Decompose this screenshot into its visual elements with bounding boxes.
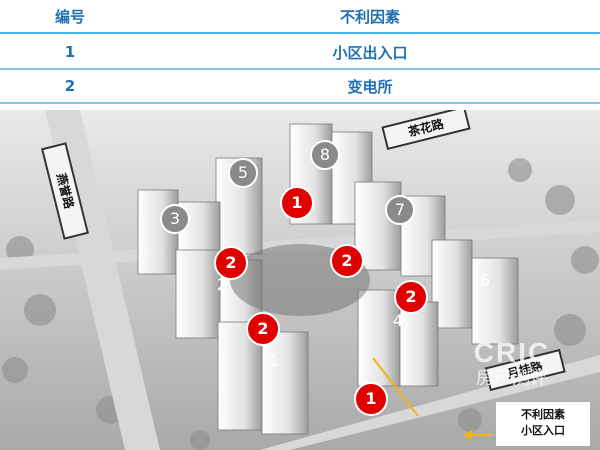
watermark-line1: CRIC [473, 337, 551, 368]
header-factor: 不利因素 [339, 7, 400, 26]
marker-entrance-2-text: 1 [365, 389, 377, 408]
entrance-pointer-line [372, 357, 419, 417]
marker-substation-1: 2 [214, 246, 248, 280]
marker-substation-2-text: 2 [341, 251, 353, 270]
marker-substation-3: 2 [394, 280, 428, 314]
aerial-site-photo: 茶花路 燕誉路 月桂路 8 5 3 7 6 2 4 1 1 1 2 2 2 2 … [0, 110, 600, 450]
row-number: 1 [64, 43, 76, 61]
table-row: 2 变电所 [0, 70, 600, 104]
road-label-top-text: 茶花路 [406, 116, 446, 140]
row-factor: 小区出入口 [332, 43, 408, 62]
table-row: 1 小区出入口 [0, 36, 600, 70]
legend: 不利因素 小区入口 [496, 402, 590, 446]
marker-entrance-1: 1 [280, 186, 314, 220]
building-label-2-text: 2 [216, 275, 228, 294]
aerial-site-svg [0, 110, 600, 450]
building-label-1: 1 [264, 350, 284, 372]
factors-table: 编号 不利因素 1 小区出入口 2 变电所 [0, 0, 600, 104]
table-header-row: 编号 不利因素 [0, 0, 600, 34]
building-label-5: 5 [228, 158, 258, 188]
building-label-6-text: 6 [479, 271, 491, 290]
marker-substation-3-text: 2 [405, 287, 417, 306]
marker-substation-4: 2 [246, 312, 280, 346]
marker-substation-1-text: 2 [225, 253, 237, 272]
marker-entrance-2: 1 [354, 382, 388, 416]
legend-line2: 小区入口 [521, 424, 565, 437]
building-label-6: 6 [475, 270, 495, 292]
legend-arrow [463, 430, 492, 440]
building-label-7-text: 7 [394, 200, 406, 219]
greenery [2, 158, 599, 450]
building-label-2: 2 [212, 274, 232, 296]
marker-substation-2: 2 [330, 244, 364, 278]
building-label-8-text: 8 [319, 145, 331, 164]
building-label-5-text: 5 [237, 163, 249, 182]
legend-line1: 不利因素 [521, 408, 565, 421]
building-label-7: 7 [385, 195, 415, 225]
row-number: 2 [64, 77, 76, 95]
building-label-4: 4 [388, 310, 408, 332]
building-label-8: 8 [310, 140, 340, 170]
road-label-left-text: 燕誉路 [53, 171, 77, 211]
header-number: 编号 [54, 7, 85, 26]
row-factor: 变电所 [347, 77, 393, 96]
marker-entrance-1-text: 1 [291, 193, 303, 212]
building-label-4-text: 4 [392, 311, 404, 330]
watermark-line2: 房产测评 [476, 368, 548, 388]
building-label-3: 3 [160, 204, 190, 234]
building-label-1-text: 1 [268, 351, 280, 370]
building-label-3-text: 3 [169, 209, 181, 228]
watermark: CRIC 房产测评 [452, 337, 572, 389]
marker-substation-4-text: 2 [257, 319, 269, 338]
